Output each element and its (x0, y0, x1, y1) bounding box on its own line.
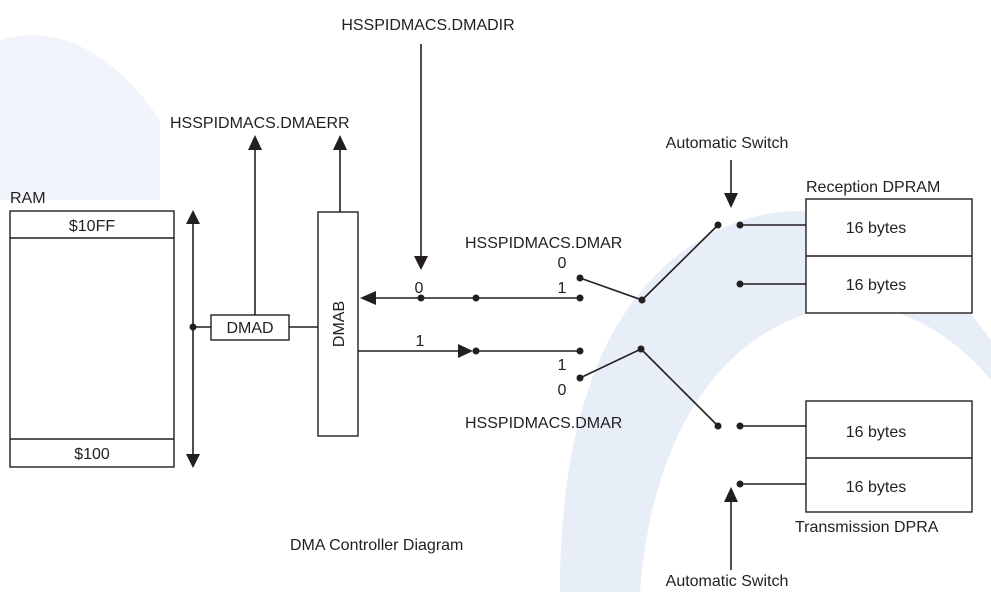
transmission-cell-1: 16 bytes (846, 424, 906, 441)
dmar-top-label: HSSPIDMACS.DMAR (465, 235, 622, 252)
dmab-label: DMAB (331, 301, 348, 347)
bottom-switch-blade (579, 348, 642, 379)
dmar-bottom-label: HSSPIDMACS.DMAR (465, 415, 622, 432)
transmission-dpram-block (805, 400, 973, 513)
ram-label: RAM (10, 190, 46, 207)
top-switch-to-auto (641, 224, 719, 301)
ram-top-address: $10FF (69, 218, 115, 235)
top-switch-contact-1 (576, 294, 584, 302)
receive-path-node (472, 294, 480, 302)
automatic-switch-bottom-arrow (724, 487, 738, 502)
bottom-switch-to-auto (640, 348, 719, 427)
bottom-switch-upper-value: 1 (558, 357, 567, 374)
automatic-switch-bottom-label: Automatic Switch (666, 573, 789, 590)
transmission-switch-pivot (714, 422, 722, 430)
dmab-block (317, 211, 359, 437)
ram-bus-arrow-up (186, 210, 200, 224)
diagram-caption: DMA Controller Diagram (290, 537, 463, 554)
top-switch-blade (579, 277, 643, 301)
ram-block (9, 210, 175, 468)
dmad-label: DMAD (226, 320, 273, 337)
top-switch-lower-value: 1 (558, 280, 567, 297)
reception-dpram-label: Reception DPRAM (806, 179, 940, 196)
top-switch-upper-value: 0 (558, 255, 567, 272)
receive-path-junction (417, 294, 425, 302)
transmission-cell-2: 16 bytes (846, 479, 906, 496)
ram-bottom-address: $100 (74, 446, 110, 463)
bottom-switch-contact-1 (576, 347, 584, 355)
transmit-path-arrow (458, 344, 473, 358)
transmit-path-value: 1 (416, 333, 425, 350)
reception-cell-2: 16 bytes (846, 277, 906, 294)
receive-path-arrow (360, 291, 376, 305)
dmad-err-arrow (248, 135, 262, 150)
dmadir-arrow (414, 256, 428, 270)
bottom-switch-lower-value: 0 (558, 382, 567, 399)
dmaerr-label: HSSPIDMACS.DMAERR (170, 115, 350, 132)
automatic-switch-top-label: Automatic Switch (666, 135, 789, 152)
ram-bus-arrow-down (186, 454, 200, 468)
dmad-block (210, 314, 290, 341)
dmadir-label: HSSPIDMACS.DMADIR (341, 17, 514, 34)
transmission-dpram-label: Transmission DPRA (795, 519, 939, 536)
receive-path-value: 0 (415, 280, 424, 297)
reception-switch-pivot (714, 221, 722, 229)
reception-cell-1: 16 bytes (846, 220, 906, 237)
automatic-switch-top-arrow (724, 193, 738, 208)
dmab-err-arrow (333, 135, 347, 150)
